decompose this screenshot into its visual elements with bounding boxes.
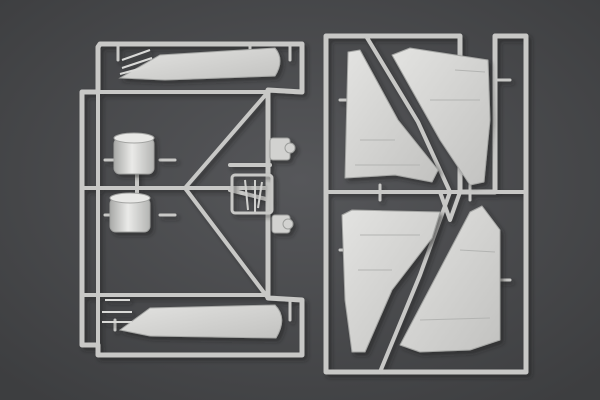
left-sprue-parts <box>102 47 296 339</box>
left-sprue <box>79 41 305 358</box>
exhaust-cylinder-2 <box>109 192 151 233</box>
exhaust-cylinder-1 <box>113 132 155 175</box>
wing-panel-lines <box>355 69 496 321</box>
right-sprue-runners <box>324 34 528 374</box>
right-sprue-parts <box>341 47 501 353</box>
left-sprue-frame <box>79 41 305 358</box>
small-detail-parts <box>230 137 296 234</box>
wing-part-top-left <box>344 49 439 183</box>
left-sprue-runners <box>80 90 272 347</box>
wing-part-bottom-right <box>399 205 501 353</box>
fuel-tank-fins-bottom <box>102 299 132 323</box>
fuel-tank-half-top <box>118 47 281 81</box>
wing-part-bottom-left <box>341 209 441 353</box>
fuel-tank-fins-top <box>119 49 153 75</box>
fuel-tank-half-bottom <box>118 304 283 339</box>
wing-part-top-right <box>391 47 491 186</box>
